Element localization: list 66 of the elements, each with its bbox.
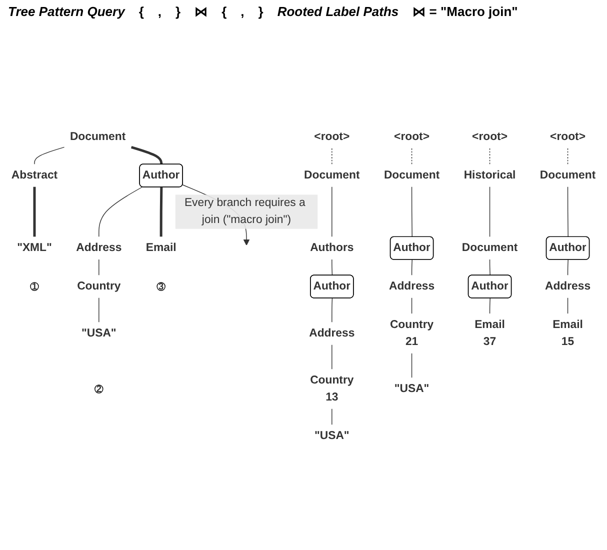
connector bbox=[489, 186, 490, 238]
brace-symbol: { bbox=[222, 4, 227, 19]
connector bbox=[98, 259, 100, 276]
node-text: "USA" bbox=[394, 382, 430, 395]
node-label: 37 bbox=[483, 336, 496, 348]
node-text: Address bbox=[309, 327, 355, 340]
node-text: Country bbox=[77, 280, 121, 292]
connector bbox=[411, 259, 412, 276]
connector bbox=[130, 146, 163, 164]
node-label: 21 bbox=[405, 336, 418, 348]
connector bbox=[567, 259, 568, 276]
connector bbox=[34, 146, 65, 164]
connector bbox=[567, 148, 568, 164]
node-text: <root> bbox=[550, 130, 586, 143]
connector bbox=[98, 298, 100, 322]
node-text: Country bbox=[310, 374, 354, 386]
connector bbox=[33, 186, 36, 237]
comma-symbol: , bbox=[158, 4, 162, 19]
node-text: Authors bbox=[310, 242, 354, 254]
node-text: Document bbox=[462, 242, 518, 254]
connector bbox=[411, 353, 412, 378]
node-text: <root> bbox=[472, 130, 508, 143]
node-text: "USA" bbox=[314, 430, 350, 442]
node-text: Document bbox=[540, 169, 596, 182]
node-circle: 2 bbox=[94, 384, 104, 394]
caption-text: Tree Pattern Query bbox=[8, 4, 125, 19]
comma-symbol: , bbox=[240, 4, 244, 19]
connector bbox=[411, 298, 412, 314]
brace-symbol: } bbox=[258, 4, 264, 19]
node-text: "USA" bbox=[81, 327, 116, 340]
connector bbox=[411, 186, 412, 238]
connector bbox=[489, 298, 490, 314]
node-label: 13 bbox=[326, 391, 338, 404]
node-circle: 3 bbox=[156, 282, 166, 291]
connector bbox=[411, 148, 412, 164]
node-text: Document bbox=[384, 169, 440, 182]
node-text: Address bbox=[388, 280, 435, 292]
node-text: <root> bbox=[394, 130, 430, 143]
connector bbox=[332, 298, 333, 322]
node-text: Email bbox=[552, 318, 583, 331]
connector bbox=[567, 186, 568, 238]
connector bbox=[332, 259, 333, 276]
node-text: "XML" bbox=[17, 242, 52, 254]
brace-symbol: } bbox=[176, 4, 181, 19]
caption-text: Rooted Label Paths bbox=[277, 4, 399, 19]
edge-label: Every branch requires a join ("macro join") bbox=[184, 196, 306, 226]
node-text: Document bbox=[70, 130, 126, 143]
node-circle: 1 bbox=[30, 282, 39, 291]
connector bbox=[489, 259, 490, 276]
connector bbox=[98, 186, 143, 238]
connector bbox=[567, 298, 568, 314]
join-symbol: ⋈ bbox=[194, 4, 208, 19]
node-text: Country bbox=[390, 318, 434, 331]
node-text: Abstract bbox=[11, 169, 58, 182]
node-text: Address bbox=[76, 242, 122, 254]
node-text: Email bbox=[146, 242, 176, 254]
connector bbox=[160, 187, 163, 237]
node-text: Address bbox=[544, 280, 591, 292]
node-label: 15 bbox=[561, 336, 574, 348]
node-text: Email bbox=[474, 318, 505, 331]
node-text: Document bbox=[304, 169, 360, 182]
connector bbox=[489, 148, 490, 164]
brace-symbol: { bbox=[138, 4, 144, 19]
node-text: Historical bbox=[464, 169, 516, 182]
note-text: ⋈ = "Macro join" bbox=[412, 4, 518, 19]
node-text: <root> bbox=[314, 130, 350, 143]
